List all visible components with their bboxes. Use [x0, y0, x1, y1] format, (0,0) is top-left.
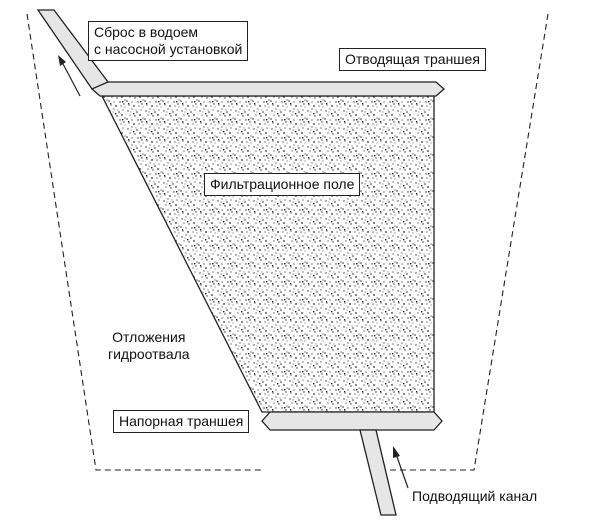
pressure-trench-shape — [261, 411, 443, 431]
dump-boundary-left — [26, 13, 262, 471]
outlet-trench-label-text: Отводящая траншея — [345, 51, 480, 67]
deposits-label: Отложения гидроотвала — [108, 329, 190, 363]
supply-canal-label-text: Подводящий канал — [412, 488, 538, 504]
deposits-label-line2: гидроотвала — [108, 346, 190, 362]
pressure-trench-label: Напорная траншея — [113, 410, 250, 433]
dump-boundary-right — [380, 13, 549, 471]
outlet-trench-label: Отводящая траншея — [339, 48, 486, 71]
discharge-label-line2: с насосной установкой — [94, 41, 243, 57]
pressure-trench-label-text: Напорная траншея — [119, 413, 244, 429]
deposits-label-line1: Отложения — [112, 329, 186, 345]
discharge-label-line1: Сброс в водоем — [94, 24, 199, 40]
outlet-trench-shape — [91, 81, 445, 97]
arrow-up-left-icon — [58, 55, 81, 97]
discharge-pipe — [36, 9, 110, 90]
supply-canal-pipe — [359, 429, 397, 516]
supply-canal-label: Подводящий канал — [412, 488, 537, 505]
filtration-field-label: Фильтрационное поле — [204, 173, 361, 196]
filtration-field-area — [100, 95, 435, 413]
arrow-up-icon — [393, 446, 409, 489]
discharge-label: Сброс в водоем с насосной установкой — [88, 21, 249, 61]
filtration-field-label-text: Фильтрационное поле — [210, 176, 355, 192]
